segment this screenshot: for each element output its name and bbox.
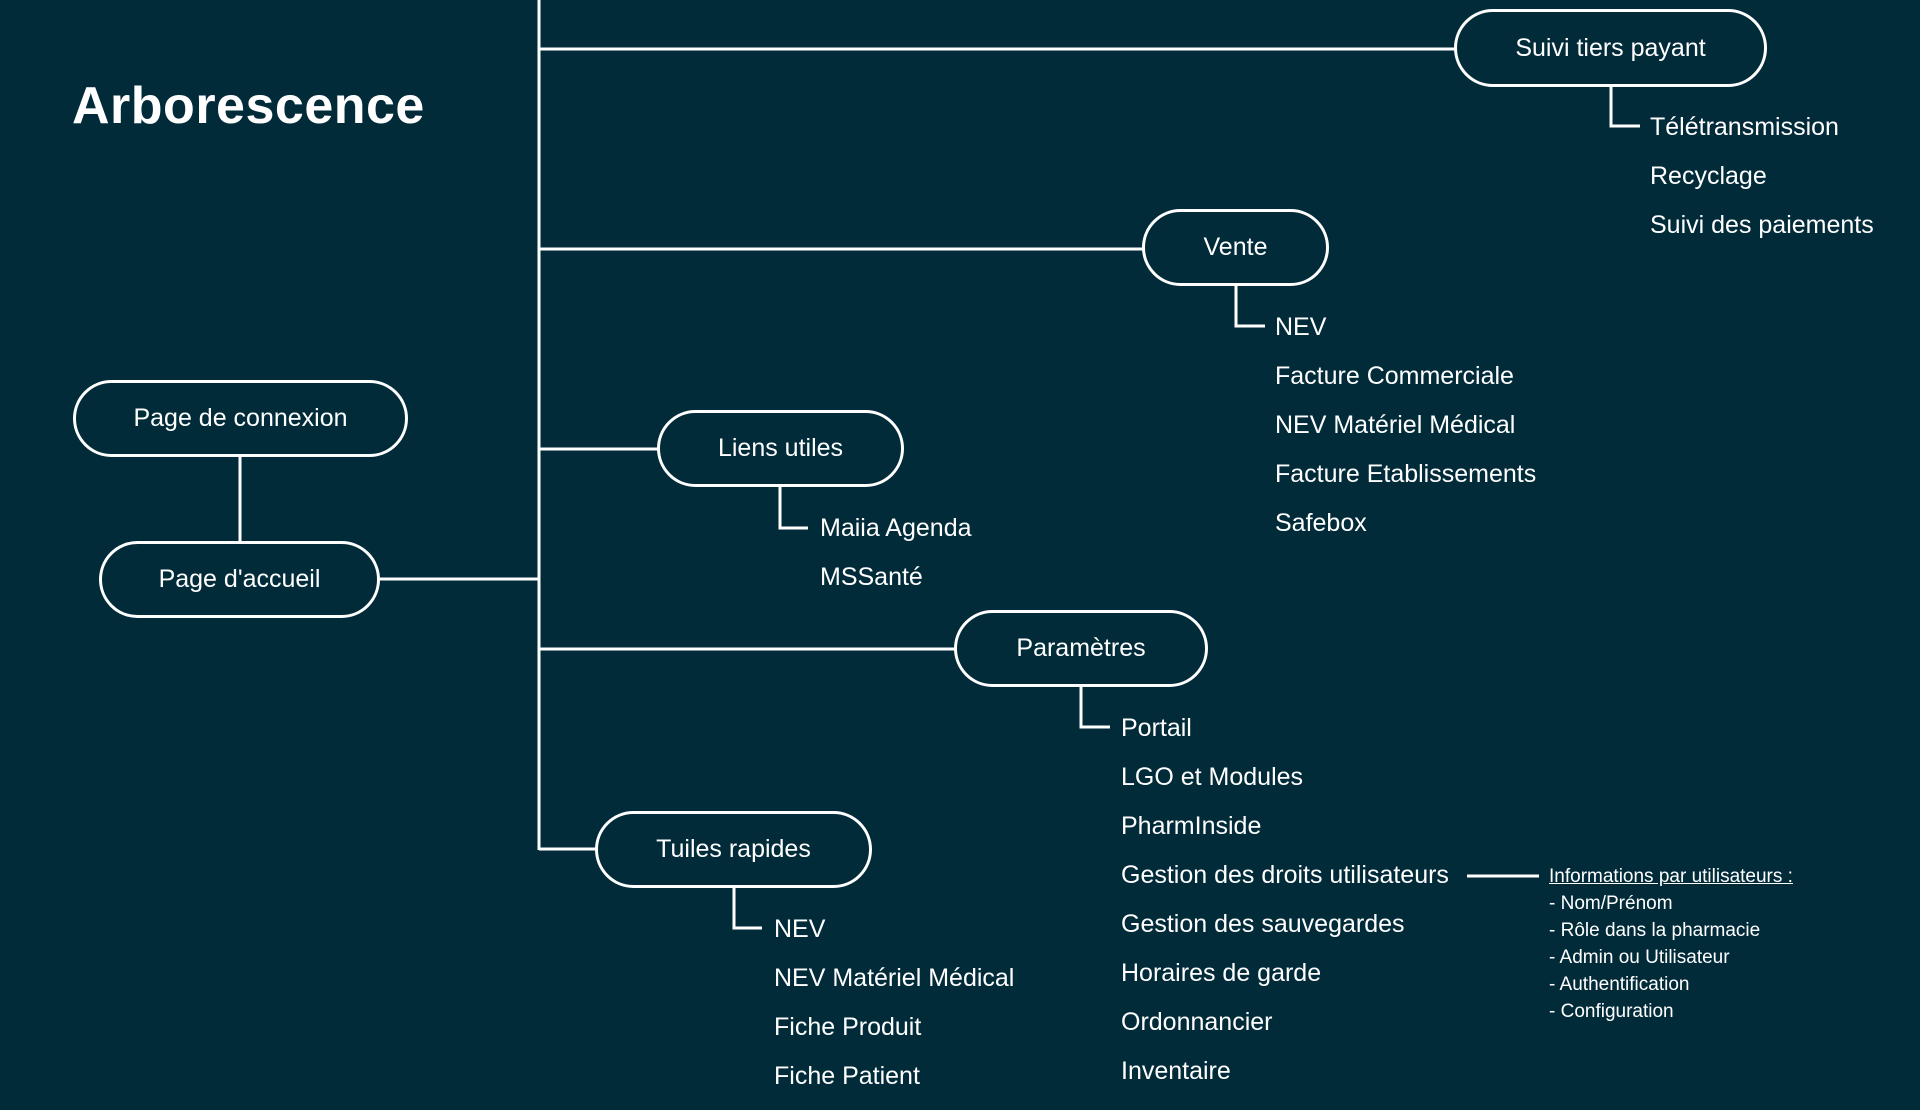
list-item: Gestion des droits utilisateurs [1121, 861, 1449, 889]
list-item: Fiche Produit [774, 1013, 922, 1041]
connector-lines [238, 0, 1640, 930]
list-item: Facture Etablissements [1275, 460, 1537, 488]
list-item: Safebox [1275, 509, 1367, 537]
tuiles-rapides-list: NEV NEV Matériel Médical Fiche Produit F… [774, 914, 1014, 1110]
suivi-tiers-payant-node: Suivi tiers payant [1454, 9, 1767, 87]
list-item: NEV [1275, 313, 1327, 341]
list-item: NEV Matériel Médical [1275, 411, 1516, 439]
vente-node: Vente [1142, 209, 1329, 286]
list-item: Recyclage [1650, 162, 1767, 190]
liens-utiles-node: Liens utiles [657, 410, 904, 487]
list-item: LGO et Modules [1121, 763, 1304, 791]
list-item: Maiia Agenda [820, 514, 972, 542]
list-item: Gestion des sauvegardes [1121, 910, 1405, 938]
list-item: MSSanté [820, 563, 923, 591]
page-title: Arborescence [72, 77, 425, 135]
list-item: Portail [1121, 714, 1192, 742]
list-item: Ordonnancier [1121, 1008, 1273, 1036]
list-item: PharmInside [1121, 812, 1262, 840]
user-info-item: - Authentification [1549, 974, 1690, 995]
liens-utiles-list: Maiia Agenda MSSanté [820, 513, 972, 611]
list-item: Fiche Patient [774, 1062, 920, 1090]
list-item: Horaires de garde [1121, 959, 1322, 987]
user-info-item: - Nom/Prénom [1549, 893, 1673, 914]
list-item: Suivi des paiements [1650, 211, 1874, 239]
user-info-item: - Admin ou Utilisateur [1549, 947, 1730, 968]
vente-list: NEV Facture Commerciale NEV Matériel Méd… [1275, 312, 1536, 557]
parametres-node: Paramètres [954, 610, 1208, 687]
list-item: NEV Matériel Médical [774, 964, 1015, 992]
parametres-list: Portail LGO et Modules PharmInside Gesti… [1121, 713, 1449, 1105]
home-page-node: Page d'accueil [99, 541, 380, 618]
user-info-heading: Informations par utilisateurs : [1549, 866, 1793, 887]
list-item: Télétransmission [1650, 113, 1839, 141]
list-item: Facture Commerciale [1275, 362, 1514, 390]
login-page-node: Page de connexion [73, 380, 408, 457]
user-info-item: - Configuration [1549, 1001, 1674, 1022]
user-info-item: - Rôle dans la pharmacie [1549, 920, 1761, 941]
list-item: Inventaire [1121, 1057, 1231, 1085]
list-item: NEV [774, 915, 826, 943]
tuiles-rapides-node: Tuiles rapides [595, 811, 872, 888]
user-info-note: Informations par utilisateurs : - Nom/Pr… [1549, 863, 1793, 1025]
suivi-tiers-payant-list: Télétransmission Recyclage Suivi des pai… [1650, 112, 1874, 259]
